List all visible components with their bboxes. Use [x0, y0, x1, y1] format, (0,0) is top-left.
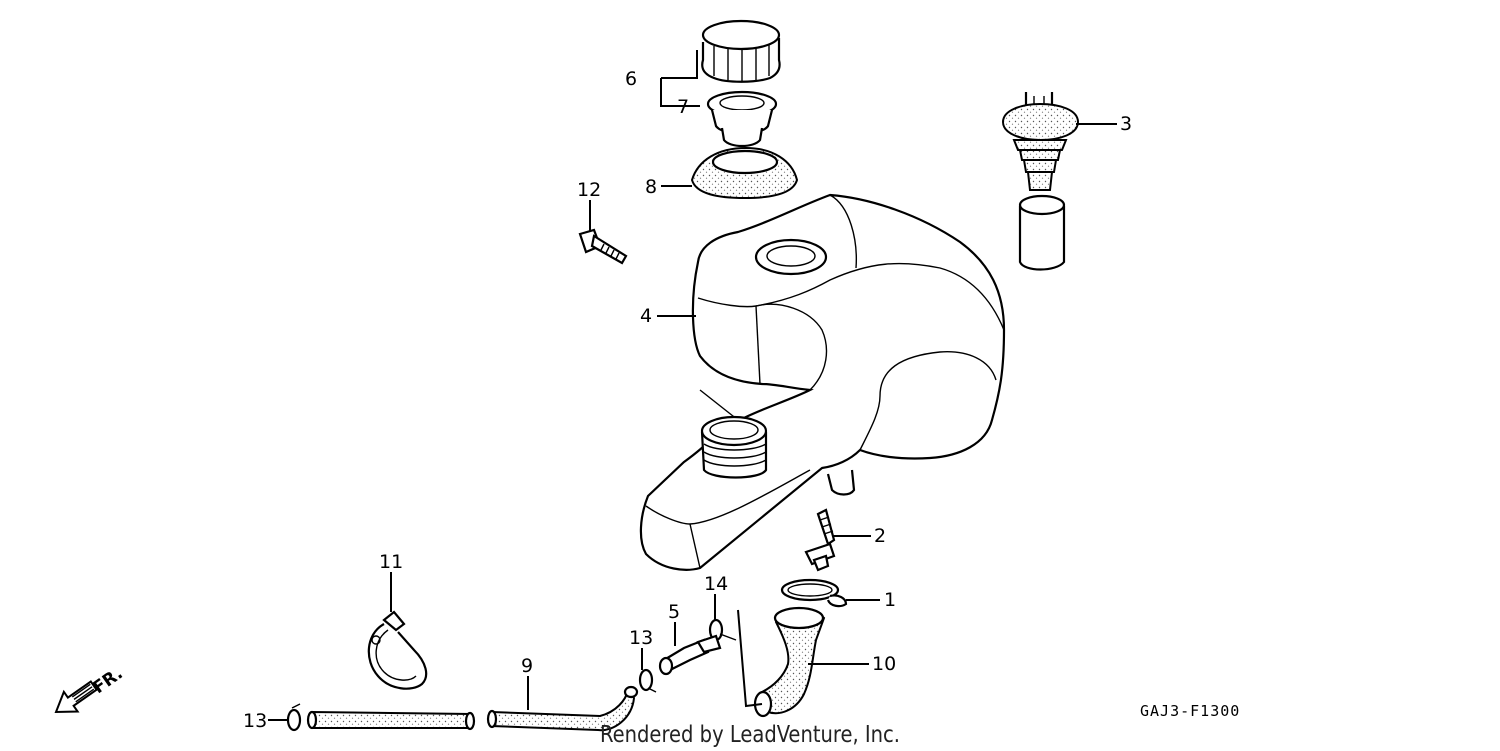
fuel-tube-joint [753, 606, 826, 718]
fuel-hose [306, 685, 639, 732]
callout-13-lower: 13 [243, 710, 267, 732]
watermark-text: Rendered by LeadVenture, Inc. [600, 722, 900, 748]
diagram-reference-code: GAJ3-F1300 [1140, 702, 1240, 720]
callout-14: 14 [704, 573, 728, 595]
callout-10: 10 [872, 653, 896, 675]
callout-4: 4 [640, 305, 652, 327]
fuel-gauge-unit [1001, 92, 1080, 271]
front-arrow-icon [54, 680, 98, 714]
hose-clip-13-lower [286, 703, 302, 732]
hose-clamp [367, 610, 428, 690]
fuel-strainer [804, 508, 836, 572]
callout-2: 2 [874, 525, 886, 547]
hose-fitting [658, 634, 722, 676]
callout-12: 12 [577, 179, 601, 201]
callout-1: 1 [884, 589, 896, 611]
mounting-bolt [578, 228, 628, 265]
callout-13-upper: 13 [629, 627, 653, 649]
callout-7: 7 [677, 96, 689, 118]
callout-8: 8 [645, 176, 657, 198]
filler-cushion [690, 146, 799, 200]
hose-clip-13-upper [638, 668, 657, 693]
tank-o-ring [780, 578, 848, 608]
callout-3: 3 [1120, 113, 1132, 135]
fuel-tank [639, 193, 1006, 571]
front-direction-indicator: FR. [54, 664, 127, 714]
callout-9: 9 [521, 655, 533, 677]
callout-5: 5 [668, 601, 680, 623]
front-direction-label: FR. [89, 664, 126, 698]
callout-11: 11 [379, 551, 403, 573]
cap-strainer [706, 90, 778, 148]
fuel-filler-cap [701, 19, 781, 83]
callout-labels: 1 2 3 4 5 6 7 8 9 10 11 12 13 13 14 [243, 68, 1132, 732]
hose-clip-14 [708, 618, 737, 642]
leader-lines [268, 50, 1117, 721]
callout-6: 6 [625, 68, 637, 90]
